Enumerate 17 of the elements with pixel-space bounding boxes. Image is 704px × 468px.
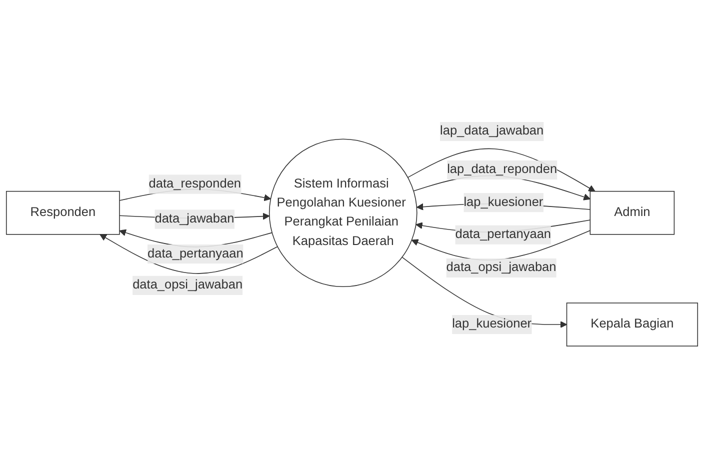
- node-box: Kepala Bagian: [566, 302, 698, 346]
- arrow: [407, 148, 596, 192]
- edge-label: lap_data_reponden: [447, 162, 558, 176]
- edge-label: data_pertanyaan: [148, 246, 244, 260]
- edge-label: lap_data_jawaban: [440, 124, 544, 138]
- arrow: [402, 256, 568, 328]
- edge-label: data_pertanyaan: [455, 228, 552, 242]
- edge-label: lap_kuesioner: [464, 195, 544, 210]
- arrow: [100, 234, 278, 274]
- edge-label: data_responden: [148, 177, 242, 191]
- node-circle: Sistem Informasi Pengolahan Kuesioner Perangkat Penilaian Kapasitas Daerah: [268, 138, 418, 288]
- node-box: Admin: [590, 190, 675, 235]
- edge-label: lap_kuesioner: [452, 317, 532, 331]
- edge-label: data_opsi_jawaban: [446, 260, 556, 274]
- node-box: Responden: [6, 190, 120, 235]
- edge-label: data_opsi_jawaban: [132, 278, 243, 292]
- edge-label: data_jawaban: [154, 212, 234, 226]
